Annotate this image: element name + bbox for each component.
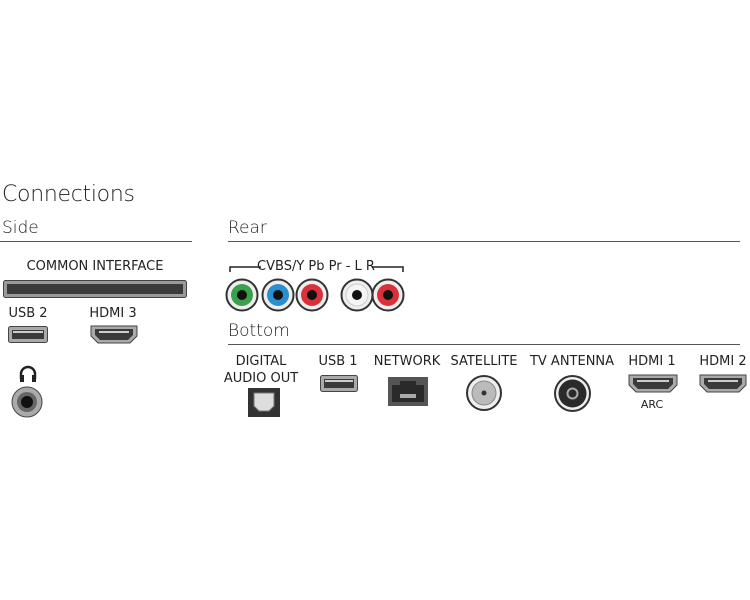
usb2-port-icon (8, 326, 48, 343)
rca-jacks (225, 278, 405, 312)
common-interface-slot-icon (3, 280, 187, 298)
hdmi2-port-icon (699, 374, 747, 393)
optical-port-icon (248, 388, 280, 417)
side-divider (0, 241, 192, 242)
side-heading: Side (2, 218, 39, 238)
rear-heading: Rear (228, 218, 267, 238)
rear-divider (228, 241, 740, 242)
hdmi3-port-icon (90, 325, 138, 344)
hdmi1-label: HDMI 1 (628, 354, 676, 369)
digital-audio-label-2: AUDIO OUT (223, 371, 299, 386)
rca-jack-red-icon (295, 278, 329, 312)
headphones-icon (19, 365, 37, 382)
usb1-port-icon (320, 375, 358, 392)
rca-jack-blue-icon (261, 278, 295, 312)
hdmi3-label: HDMI 3 (89, 306, 137, 321)
satellite-label: SATELLITE (450, 354, 518, 369)
network-port-icon (388, 377, 428, 406)
rca-jack-white-icon (340, 278, 374, 312)
hdmi2-label: HDMI 2 (699, 354, 747, 369)
tv-antenna-connector-icon (554, 375, 591, 412)
common-interface-label: COMMON INTERFACE (26, 259, 164, 274)
satellite-connector-icon (466, 375, 502, 411)
bottom-divider (228, 344, 740, 345)
bottom-heading: Bottom (228, 321, 290, 341)
network-label: NETWORK (373, 354, 441, 369)
rca-jack-green-icon (225, 278, 259, 312)
rca-jack-red-audio-icon (371, 278, 405, 312)
av-bracket (229, 266, 404, 272)
usb1-label: USB 1 (318, 354, 358, 369)
tv-antenna-label: TV ANTENNA (529, 354, 615, 369)
page-title: Connections (2, 182, 135, 207)
arc-label: ARC (640, 398, 664, 411)
av-input-label: CVBS/Y Pb Pr - L R (257, 259, 375, 274)
digital-audio-label-1: DIGITAL (235, 354, 287, 369)
hdmi1-port-icon (628, 374, 678, 393)
headphone-jack-icon (11, 386, 43, 418)
usb2-label: USB 2 (8, 306, 48, 321)
